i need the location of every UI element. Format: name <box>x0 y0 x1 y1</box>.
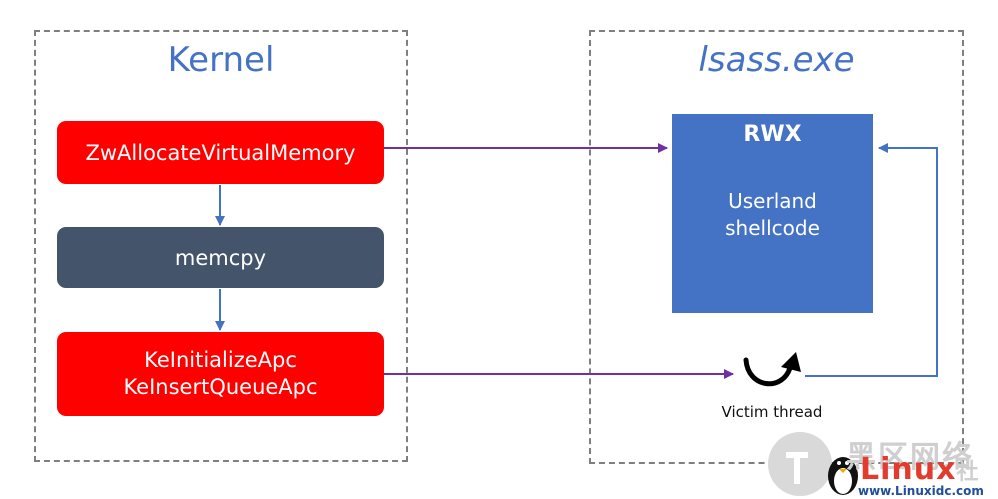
kernel-panel: Kernel <box>34 30 408 462</box>
watermark-site-cn: 黑区网络 <box>846 440 974 475</box>
keinsertqueueapc-label: KeInsertQueueApc <box>123 375 318 399</box>
watermark-linux-text: Linux <box>860 452 957 487</box>
rwx-region: RWX Userland shellcode <box>672 114 873 313</box>
memcpy-box: memcpy <box>57 227 384 288</box>
rwx-title: RWX <box>743 122 802 147</box>
watermark-logo-icon <box>768 432 858 496</box>
watermark-linux: Linux社 <box>860 452 979 487</box>
memcpy-label: memcpy <box>174 245 267 270</box>
watermark-cn-suffix: 社 <box>956 460 980 485</box>
keinitializeapc-label: KeInitializeApc <box>144 348 297 372</box>
thread-to-rwx-arrow <box>805 143 938 377</box>
victim-thread-label: Victim thread <box>721 403 823 421</box>
lsass-title: lsass.exe <box>698 40 855 80</box>
shellcode-line2: shellcode <box>725 216 820 240</box>
watermark-url: www.Linuxidc.com <box>858 484 984 498</box>
zwallocate-box: ZwAllocateVirtualMemory <box>57 121 384 184</box>
curved-arrow-icon <box>743 352 801 387</box>
shellcode-line1: Userland <box>728 189 817 213</box>
apc-box: KeInitializeApc KeInsertQueueApc <box>57 332 384 416</box>
zwallocate-label: ZwAllocateVirtualMemory <box>85 140 356 165</box>
shellcode-label: Userland shellcode <box>672 188 873 242</box>
kernel-title: Kernel <box>167 40 275 80</box>
